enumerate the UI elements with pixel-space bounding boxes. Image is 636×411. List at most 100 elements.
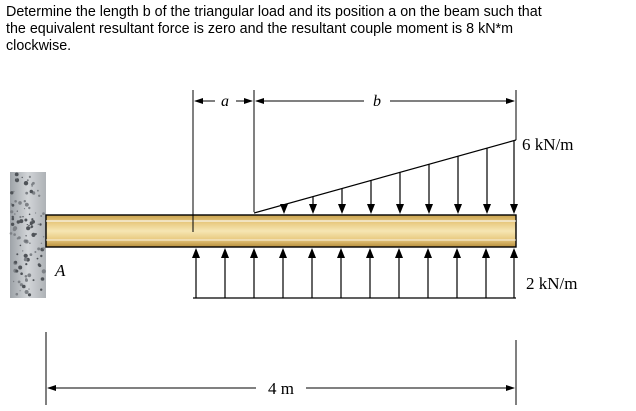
- wall-speckle: [30, 225, 34, 228]
- wall-speckle: [14, 260, 18, 264]
- uniform-load-arrow: [453, 248, 461, 298]
- dim-arrow: [506, 98, 515, 104]
- support-label-a: A: [54, 261, 66, 280]
- wall-speckle: [28, 288, 30, 290]
- uniform-load-label: 2 kN/m: [526, 274, 577, 293]
- dimension-a-b: [192, 90, 517, 232]
- wall-speckle: [25, 191, 29, 195]
- wall-speckle: [31, 183, 34, 186]
- wall-speckle: [26, 224, 28, 226]
- triangular-load-arrow: [309, 196, 317, 214]
- wall-speckle: [40, 288, 43, 291]
- wall-speckle: [23, 257, 28, 262]
- triangular-load-arrow: [280, 204, 288, 214]
- dim-arrow: [47, 385, 56, 391]
- wall-speckle: [10, 191, 14, 195]
- uniform-load-arrow: [337, 248, 345, 298]
- wall-speckle: [35, 212, 37, 214]
- wall-speckle: [10, 210, 14, 214]
- problem-line-2: the equivalent resultant force is zero a…: [6, 21, 514, 37]
- wall-speckle: [19, 244, 22, 247]
- wall-speckle: [24, 218, 28, 222]
- wall-speckle: [40, 277, 45, 281]
- wall-speckle: [37, 189, 39, 192]
- wall-speckle: [22, 250, 24, 252]
- wall-speckle: [19, 283, 23, 287]
- triangular-load-arrows: [280, 140, 518, 214]
- uniform-load: [192, 248, 518, 299]
- uniform-load-arrow: [250, 248, 258, 298]
- wall-speckle: [24, 290, 29, 294]
- wall-speckle: [23, 253, 28, 258]
- wall-speckle: [31, 232, 36, 237]
- wall-speckle: [25, 235, 27, 237]
- triangular-load: [253, 139, 518, 214]
- problem-statement: Determine the length b of the triangular…: [6, 4, 632, 55]
- triangular-load-arrow: [483, 148, 491, 214]
- wall-speckle: [22, 284, 26, 289]
- uniform-load-arrow: [279, 248, 287, 298]
- wall-speckle: [19, 290, 21, 292]
- wall-speckle: [28, 213, 31, 216]
- wall-speckle: [31, 218, 34, 221]
- wall-speckle: [40, 242, 43, 244]
- wall-speckle: [39, 223, 42, 226]
- wall-speckle: [17, 236, 21, 240]
- wall-speckle: [36, 257, 39, 260]
- wall-speckle: [11, 215, 14, 219]
- wall-speckle: [15, 269, 19, 273]
- wall-speckle: [14, 213, 16, 215]
- triangular-load-label: 6 kN/m: [522, 135, 573, 154]
- dim-arrow: [194, 98, 203, 104]
- wall-speckle: [41, 269, 46, 274]
- triangular-load-arrow: [454, 156, 462, 214]
- wall-speckle: [24, 275, 28, 278]
- wall-speckle: [25, 278, 28, 281]
- wall-speckle: [17, 280, 21, 284]
- uniform-load-arrow: [395, 248, 403, 298]
- wall-speckle: [40, 254, 43, 258]
- wall-speckle: [23, 181, 29, 186]
- wall-speckle: [25, 240, 27, 242]
- dim-arrow: [244, 98, 253, 104]
- triangular-load-arrow: [510, 140, 518, 214]
- wall-speckle: [38, 264, 42, 268]
- wall-speckle: [34, 233, 37, 235]
- triangular-load-envelope: [253, 139, 517, 214]
- uniform-load-arrow: [424, 248, 432, 298]
- wall-speckle: [21, 176, 23, 179]
- wall-speckle: [16, 253, 19, 256]
- wall-speckle: [16, 220, 20, 224]
- wall-speckle: [32, 279, 35, 282]
- triangular-load-arrow: [425, 164, 433, 214]
- wall-speckle: [18, 265, 23, 270]
- wall-speckle: [42, 212, 45, 215]
- uniform-load-arrows: [192, 248, 518, 298]
- wall-speckle: [9, 232, 13, 235]
- wall-speckle: [28, 175, 31, 178]
- triangular-load-arrow: [367, 180, 375, 214]
- wall-speckle: [11, 203, 15, 207]
- uniform-load-arrow: [308, 248, 316, 298]
- wall-speckle: [28, 206, 31, 210]
- wall-speckle: [27, 273, 32, 278]
- wall-speckle: [40, 215, 43, 217]
- uniform-load-arrow: [221, 248, 229, 298]
- wall-speckle: [24, 239, 29, 244]
- wall-speckle: [42, 236, 45, 238]
- wall-speckle: [11, 217, 15, 221]
- uniform-load-arrow: [510, 248, 518, 298]
- uniform-load-arrow: [482, 248, 490, 298]
- problem-line-3: clockwise.: [6, 38, 72, 54]
- wall-speckle: [37, 247, 41, 251]
- wall-speckle: [12, 280, 15, 283]
- wall-speckle: [34, 251, 37, 253]
- triangular-load-arrow: [396, 172, 404, 214]
- dim-arrow: [255, 98, 264, 104]
- wall-speckle: [13, 233, 16, 236]
- wall-speckle: [18, 201, 22, 205]
- wall-speckle: [29, 253, 33, 256]
- wall-speckle: [10, 203, 13, 205]
- wall-speckle: [14, 178, 20, 183]
